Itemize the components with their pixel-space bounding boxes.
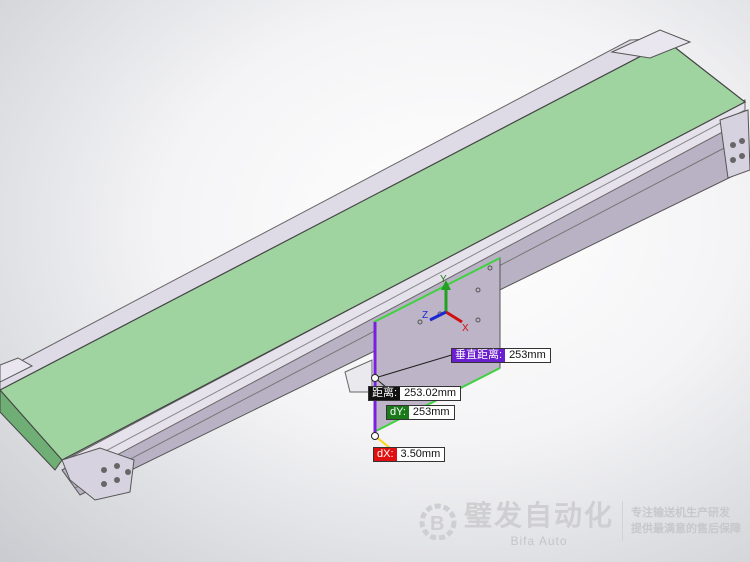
- dx-tag: dX: 3.50mm: [373, 447, 446, 462]
- distance-label: 距离:: [369, 387, 401, 400]
- slogan-line-2: 提供最满意的售后保障: [631, 523, 742, 535]
- end-cap-back-right: [610, 29, 692, 59]
- dx-label: dX:: [374, 448, 397, 461]
- dy-label: dY:: [387, 406, 409, 419]
- distance-value: 253.02mm: [400, 387, 461, 400]
- vertical-distance-value: 253mm: [505, 349, 550, 362]
- distance-tag: 距离: 253.02mm: [368, 386, 462, 401]
- triad-y-label: Y: [440, 274, 447, 285]
- triad-x-label: X: [462, 323, 469, 334]
- dy-tag: dY: 253mm: [386, 405, 455, 420]
- green-measure-edge: [373, 257, 501, 323]
- reference-triad: Y X Z: [422, 274, 469, 334]
- brand-logo-icon: B: [419, 503, 457, 540]
- triad-z-label: Z: [422, 310, 428, 321]
- brand-name-en: Bifa Auto: [510, 534, 568, 548]
- dx-value: 3.50mm: [396, 448, 445, 461]
- conveyor-model: Y X Z: [0, 29, 750, 501]
- watermark: B 璧发自动化 Bifa Auto 专注输送机生产研发 提供最满意的售后保障: [418, 494, 741, 548]
- slogan-line-1: 专注输送机生产研发: [631, 507, 731, 519]
- svg-text:B: B: [430, 513, 444, 535]
- watermark-divider: [622, 501, 624, 541]
- dy-value: 253mm: [408, 406, 454, 419]
- vertical-distance-tag: 垂直距离: 253mm: [451, 348, 551, 363]
- end-cap-front-left: [61, 447, 135, 501]
- brand-name-cn: 璧发自动化: [464, 500, 615, 531]
- vertical-distance-label: 垂直距离:: [452, 349, 506, 362]
- end-cap-back-left: [0, 357, 34, 383]
